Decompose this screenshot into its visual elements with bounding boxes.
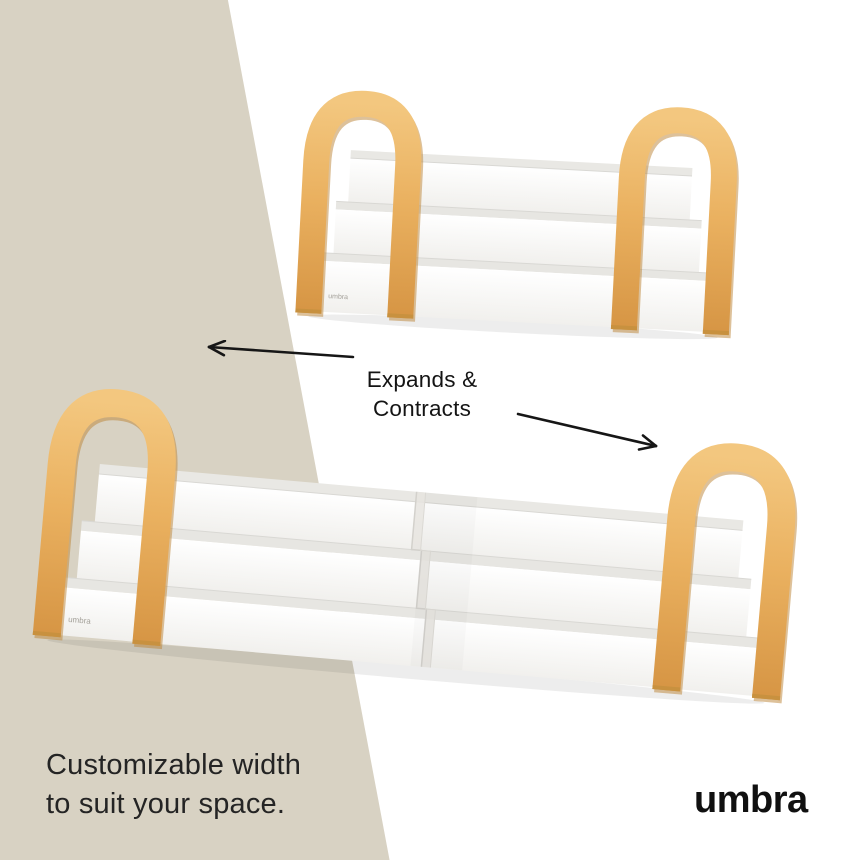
expansion-seam [410, 491, 436, 668]
wood-arch-right [652, 443, 798, 704]
caption-text: Customizable width to suit your space. [46, 746, 301, 824]
wood-arch-left [295, 90, 424, 322]
spice-rack-contracted-illustration: umbra [295, 90, 739, 340]
rack-shadow [47, 639, 765, 704]
spice-rack-contracted-image: umbra [287, 72, 752, 347]
spice-rack-expanded-illustration: umbra [32, 389, 798, 704]
caption-line1: Customizable width [46, 749, 302, 781]
arrow-left-icon [206, 340, 358, 362]
expand-label-line1: Expands & [366, 367, 478, 392]
shelf-body-expanded: umbra [58, 464, 760, 696]
caption-line2: to suit your space. [46, 788, 286, 820]
wood-arch-right [610, 107, 739, 339]
expand-contract-label: Expands & Contracts [336, 366, 508, 423]
expand-label-line2: Contracts [372, 395, 472, 421]
brand-stamp: umbra [68, 615, 92, 626]
arrow-right-icon [514, 408, 664, 454]
brand-stamp: umbra [328, 293, 348, 301]
spice-rack-expanded-image: umbra [25, 371, 809, 718]
umbra-logo: umbra [694, 779, 808, 821]
shelf-body: umbra [318, 150, 711, 333]
wood-arch-left [32, 389, 178, 650]
